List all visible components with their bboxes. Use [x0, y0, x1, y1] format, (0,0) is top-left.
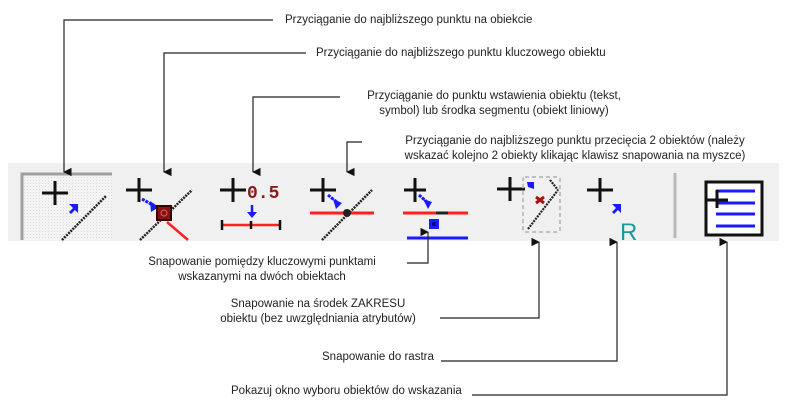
annotation-intersection: Przyciąganie do najbliższego punktu prze…: [370, 134, 780, 164]
annotation-key-point: Przyciąganie do najbliższego punktu kluc…: [316, 47, 606, 59]
annotation-midpoint-line1: Przyciąganie do punktu wstawienia obiekt…: [367, 90, 621, 102]
annotation-between-points-line1: Snapowanie pomiędzy kluczowymi punktami: [148, 256, 376, 268]
object-picker-button[interactable]: [704, 180, 764, 237]
annotation-range-center-line1: Snapowanie na środek ZAKRESU: [230, 298, 406, 310]
snap-range-center-button[interactable]: [497, 176, 561, 233]
crosshair-icon: [42, 181, 68, 205]
annotation-intersection-line2: wskazać kolejno 2 obiekty klikając klawi…: [404, 150, 746, 162]
annotation-intersection-line1: Przyciąganie do najbliższego punktu prze…: [405, 135, 745, 147]
connector-lines: [63, 19, 728, 396]
annotation-nearest-point: Przyciąganie do najbliższego punktu na o…: [285, 14, 533, 26]
blue-arrow-icon: [69, 204, 78, 214]
annotation-between-points: Snapowanie pomiędzy kluczowymi punktami …: [122, 255, 402, 285]
annotation-grid: Snapowanie do rastra: [322, 351, 434, 363]
snap-grid-button[interactable]: R: [587, 178, 637, 246]
annotation-range-center-line2: obiektu (bez uwzględniania atrybutów): [220, 313, 416, 325]
annotation-range-center: Snapowanie na środek ZAKRESU obiektu (be…: [200, 297, 436, 327]
snap-midpoint-button[interactable]: 0.5: [220, 178, 282, 230]
raster-r-text: R: [620, 219, 637, 246]
snap-between-points-button[interactable]: [403, 178, 468, 240]
midpoint-text: 0.5: [247, 184, 279, 204]
snap-intersection-button[interactable]: [310, 178, 374, 241]
annotation-midpoint: Przyciąganie do punktu wstawienia obiekt…: [344, 89, 644, 119]
annotation-midpoint-line2: symbol) lub środka segmentu (obiekt lini…: [379, 105, 609, 117]
snap-key-point-button[interactable]: [126, 178, 193, 241]
snap-nearest-point-button[interactable]: [20, 172, 112, 241]
annotation-between-points-line2: wskazanymi na dwóch obiektach: [178, 271, 346, 283]
annotation-object-picker: Pokazuj okno wyboru obiektów do wskazani…: [231, 385, 462, 397]
snap-toolbar: [8, 163, 779, 241]
